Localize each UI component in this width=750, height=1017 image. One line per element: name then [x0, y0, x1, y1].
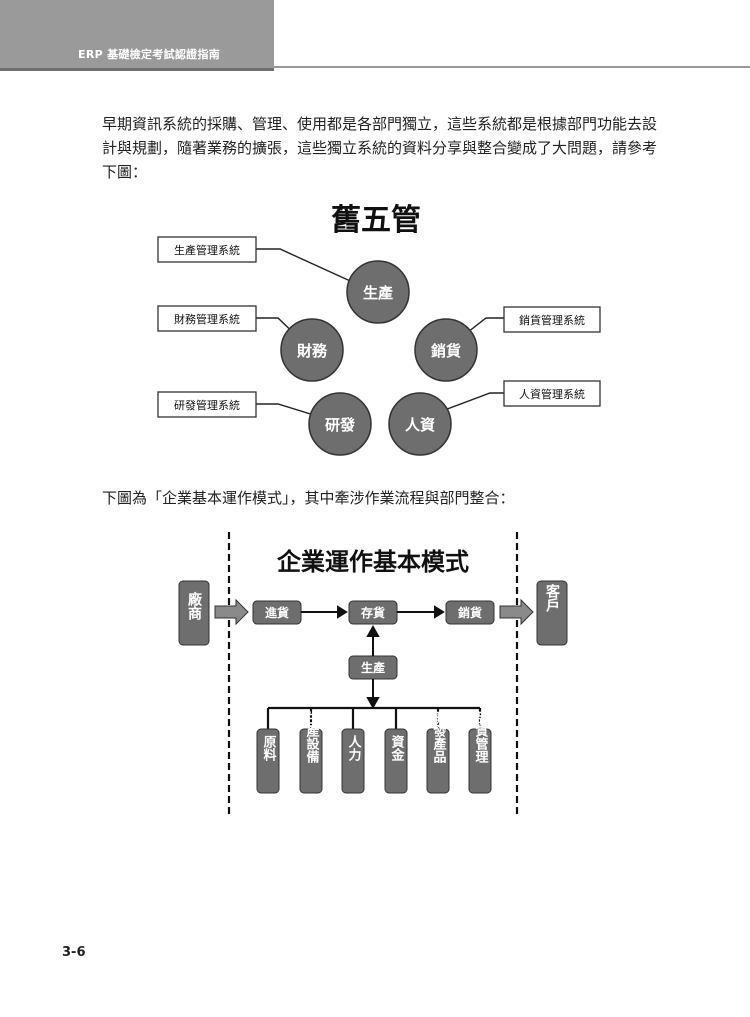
- svg-text:客戶: 客戶: [544, 583, 561, 613]
- block-arrow-right: [499, 598, 534, 626]
- svg-text:銷貨: 銷貨: [458, 605, 482, 620]
- svg-text:原料: 原料: [261, 735, 277, 762]
- customer-box: 客戶: [536, 580, 568, 646]
- intro-paragraph: 早期資訊系統的採購、管理、使用都是各部門獨立，這些系統都是根據部門功能去設計與規…: [102, 115, 658, 181]
- header-rule: [274, 66, 750, 68]
- resource-equipment: 生產設備: [299, 710, 323, 794]
- production-box: 生產: [348, 655, 398, 680]
- svg-text:存貨: 存貨: [360, 605, 385, 620]
- system-box-rnd: 研發管理系統: [157, 391, 257, 418]
- svg-text:銷貨: 銷貨: [431, 342, 461, 360]
- resource-product-dev: 開發產品: [426, 711, 450, 794]
- system-box-finance: 財務管理系統: [157, 305, 257, 332]
- svg-text:銷貨管理系統: 銷貨管理系統: [519, 313, 585, 327]
- svg-text:廠商: 廠商: [186, 591, 202, 621]
- business-model-diagram: 企業運作基本模式 廠商 客戶 進貨 存貨 銷貨: [178, 532, 568, 818]
- circle-sales: 銷貨: [414, 318, 478, 382]
- resource-capital: 資金: [384, 728, 408, 794]
- svg-text:財務: 財務: [296, 342, 328, 360]
- svg-text:開發產品: 開發產品: [431, 711, 448, 764]
- svg-text:研發: 研發: [325, 416, 356, 434]
- system-box-sales: 銷貨管理系統: [503, 306, 601, 333]
- svg-text:人資: 人資: [405, 416, 435, 434]
- svg-text:人力: 人力: [346, 734, 362, 762]
- block-arrow-left: [214, 598, 249, 626]
- model-intro-paragraph: 下圖為「企業基本運作模式」，其中牽涉作業流程與部門整合：: [102, 489, 515, 507]
- system-box-production: 生產管理系統: [157, 236, 257, 263]
- circle-production: 生產: [346, 260, 410, 324]
- svg-text:生產: 生產: [361, 660, 385, 675]
- svg-text:生產: 生產: [363, 284, 393, 302]
- svg-text:生產管理系統: 生產管理系統: [174, 243, 240, 257]
- chapter-header-tab: ERP 基礎檢定考試認證指南: [0, 0, 274, 71]
- diagram2-title: 企業運作基本模式: [277, 548, 469, 576]
- circle-finance: 財務: [280, 318, 344, 382]
- resource-quality-mgmt: 品質管理: [468, 711, 492, 794]
- supplier-box: 廠商: [178, 580, 210, 646]
- svg-text:生產設備: 生產設備: [304, 710, 321, 764]
- purchase-box: 進貨: [252, 600, 302, 625]
- circle-hr: 人資: [388, 392, 452, 456]
- svg-text:財務管理系統: 財務管理系統: [174, 312, 240, 326]
- resource-manpower: 人力: [341, 728, 365, 794]
- svg-text:進貨: 進貨: [265, 605, 289, 620]
- svg-text:人資管理系統: 人資管理系統: [519, 387, 585, 401]
- circle-rnd: 研發: [308, 392, 372, 456]
- svg-text:品質管理: 品質管理: [473, 711, 489, 763]
- diagram1-title: 舊五管: [331, 203, 421, 238]
- inventory-box: 存貨: [348, 600, 398, 625]
- svg-text:研發管理系統: 研發管理系統: [174, 398, 240, 412]
- svg-text:資金: 資金: [389, 734, 406, 762]
- sales-box: 銷貨: [445, 600, 495, 625]
- system-box-hr: 人資管理系統: [503, 380, 601, 407]
- resource-raw-material: 原料: [256, 728, 280, 794]
- page-number: 3-6: [62, 945, 86, 960]
- book-title: ERP 基礎檢定考試認證指南: [78, 48, 221, 61]
